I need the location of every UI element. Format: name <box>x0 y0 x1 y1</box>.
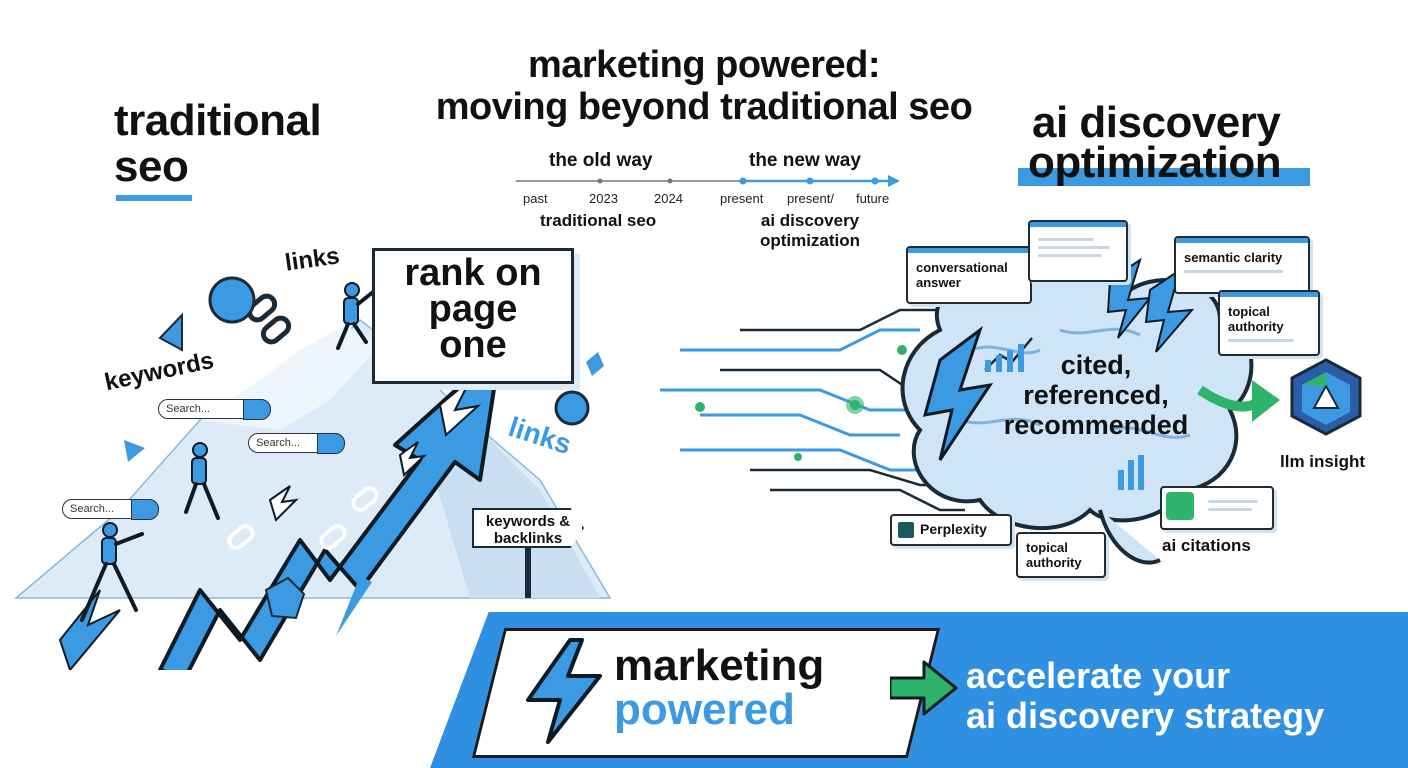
tick-2024: 2024 <box>654 191 683 206</box>
topical-authority-card-bottom: topical authority <box>1016 532 1106 578</box>
lightning-logo-icon <box>526 638 602 744</box>
cta-tagline[interactable]: accelerate your ai discovery strategy <box>966 655 1325 736</box>
conversational-answer-card: conversational answer <box>906 246 1032 304</box>
keywords-backlinks-sign: keywords & backlinks <box>472 508 584 548</box>
page-title: marketing powered: moving beyond traditi… <box>404 44 1004 128</box>
perplexity-card: Perplexity <box>890 514 1012 546</box>
ai-citations-label: ai citations <box>1162 536 1251 555</box>
search-input-3[interactable]: Search... <box>62 499 159 520</box>
search-icon[interactable] <box>131 499 159 520</box>
search-icon[interactable] <box>243 399 271 420</box>
search-input[interactable]: Search... <box>158 399 271 420</box>
ai-discovery-era: ai discovery optimization <box>759 211 861 250</box>
arrow-icon <box>890 660 958 716</box>
tick-past: past <box>523 191 548 206</box>
brain-text: cited, referenced, recommended <box>1003 350 1189 440</box>
heading-underline <box>116 195 192 201</box>
document-card <box>1028 220 1128 282</box>
openai-icon <box>1166 492 1194 520</box>
ai-discovery-heading: ai discovery <box>1032 98 1281 147</box>
timeline-axis <box>516 175 900 187</box>
title-line-2: moving beyond traditional seo <box>435 86 973 128</box>
heading-highlight <box>1018 168 1310 186</box>
tick-future: future <box>856 191 890 206</box>
search-icon[interactable] <box>317 433 345 454</box>
search-input-2[interactable]: Search... <box>248 433 345 454</box>
new-way-label: the new way <box>749 150 861 171</box>
traditional-seo-heading: traditional seo <box>114 96 322 191</box>
tick-present-future: present/ <box>787 191 834 206</box>
tick-present: present <box>720 191 764 206</box>
ai-discovery-heading-line2: optimization <box>1028 138 1282 187</box>
llm-insight-label: llm insight <box>1280 452 1365 471</box>
traditional-seo-era: traditional seo <box>540 211 657 230</box>
tick-2023: 2023 <box>589 191 618 206</box>
old-way-label: the old way <box>549 150 653 171</box>
rank-banner: rank on page one <box>372 248 574 384</box>
ai-citations-card <box>1160 486 1274 530</box>
title-line-1: marketing powered: <box>527 44 881 86</box>
semantic-clarity-card: semantic clarity <box>1174 236 1310 294</box>
brand-name: marketing powered <box>614 641 825 734</box>
topical-authority-card: topical authority <box>1218 290 1320 356</box>
perplexity-icon <box>898 521 914 538</box>
